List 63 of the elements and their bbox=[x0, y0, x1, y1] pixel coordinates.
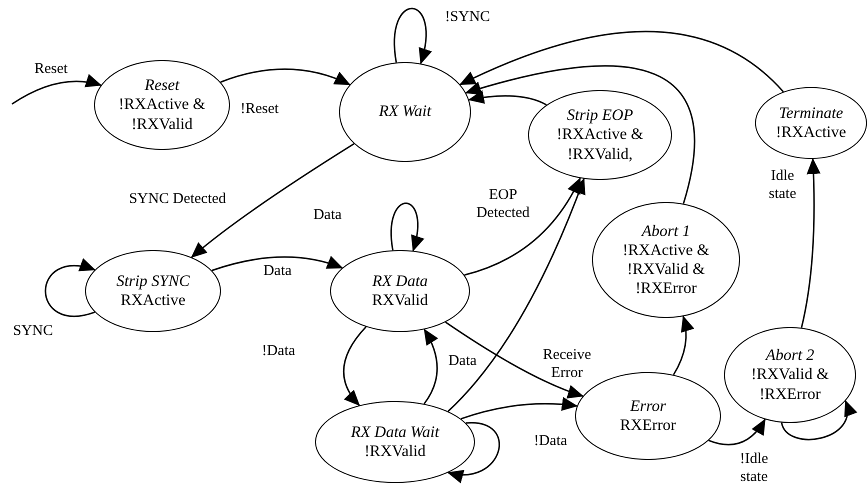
state-ellipse bbox=[315, 401, 475, 483]
self-loop-arrow bbox=[390, 202, 424, 252]
edge-label: !Idle state bbox=[738, 450, 770, 486]
state-ellipse bbox=[755, 87, 867, 159]
state-output: !RXActive & !RXValid, bbox=[556, 125, 644, 164]
state-ellipse bbox=[85, 250, 221, 332]
transition-arrow bbox=[448, 178, 586, 412]
state-output: !RXValid & !RXError bbox=[750, 365, 830, 404]
state-output: !RXActive & !RXValid & !RXError bbox=[622, 240, 710, 298]
transition-arrow bbox=[468, 90, 547, 106]
transition-arrow bbox=[343, 326, 367, 406]
state-name: Error bbox=[629, 396, 667, 416]
self-loop-arrow bbox=[44, 259, 96, 317]
edge-label: Data bbox=[262, 262, 293, 280]
state-ellipse bbox=[339, 62, 471, 162]
state-name: RX Data Wait bbox=[350, 422, 440, 442]
transition-arrow bbox=[12, 74, 102, 105]
state-ellipse bbox=[528, 90, 672, 180]
transition-arrow bbox=[190, 143, 354, 258]
edge-label: !SYNC bbox=[444, 8, 491, 26]
transition-arrow bbox=[460, 397, 578, 420]
self-loop-arrow bbox=[447, 422, 500, 482]
transition-arrow bbox=[445, 322, 584, 398]
state-name: Terminate bbox=[778, 104, 844, 123]
transition-arrow bbox=[800, 158, 820, 328]
edge-label: Data bbox=[447, 352, 478, 370]
state-output: RXValid bbox=[371, 291, 429, 310]
self-loop-arrow bbox=[780, 400, 856, 440]
transition-arrow bbox=[220, 68, 351, 86]
state-name: Strip SYNC bbox=[115, 272, 191, 291]
transition-arrow bbox=[459, 30, 784, 92]
edge-label: Idle state bbox=[768, 167, 798, 203]
state-output: RXError bbox=[619, 416, 677, 436]
self-loop-arrow bbox=[394, 8, 432, 64]
transition-arrow bbox=[708, 418, 766, 446]
edge-label: SYNC bbox=[12, 322, 54, 340]
state-output: RXActive bbox=[120, 291, 186, 310]
edge-label: Receive Error bbox=[542, 346, 592, 382]
state-name: RX Data bbox=[371, 272, 429, 291]
edge-label: !Data bbox=[260, 342, 296, 360]
edge-label: Data bbox=[312, 206, 343, 224]
state-output: !RXActive & !RXValid bbox=[118, 95, 206, 134]
state-output: !RXActive bbox=[774, 123, 848, 142]
state-name: RX Wait bbox=[378, 102, 432, 122]
state-name: Abort 2 bbox=[764, 346, 816, 366]
state-name: Reset bbox=[144, 76, 181, 96]
edge-label: !Data bbox=[532, 432, 568, 450]
edge-label: EOP Detected bbox=[475, 186, 531, 222]
state-ellipse bbox=[724, 327, 856, 423]
edge-label: !Reset bbox=[239, 100, 280, 118]
state-ellipse bbox=[330, 250, 470, 332]
edge-label: Reset bbox=[33, 60, 69, 78]
transition-arrow bbox=[212, 256, 344, 272]
state-output: !RXValid bbox=[363, 442, 427, 462]
transition-arrow bbox=[672, 315, 694, 376]
state-ellipse bbox=[94, 60, 230, 150]
state-ellipse bbox=[592, 202, 740, 318]
transition-arrow bbox=[465, 65, 696, 204]
state-name: Strip EOP bbox=[566, 106, 634, 126]
transition-arrow bbox=[464, 177, 581, 276]
edge-label: SYNC Detected bbox=[128, 190, 228, 208]
state-name: Abort 1 bbox=[640, 222, 692, 241]
transition-arrow bbox=[424, 328, 438, 404]
